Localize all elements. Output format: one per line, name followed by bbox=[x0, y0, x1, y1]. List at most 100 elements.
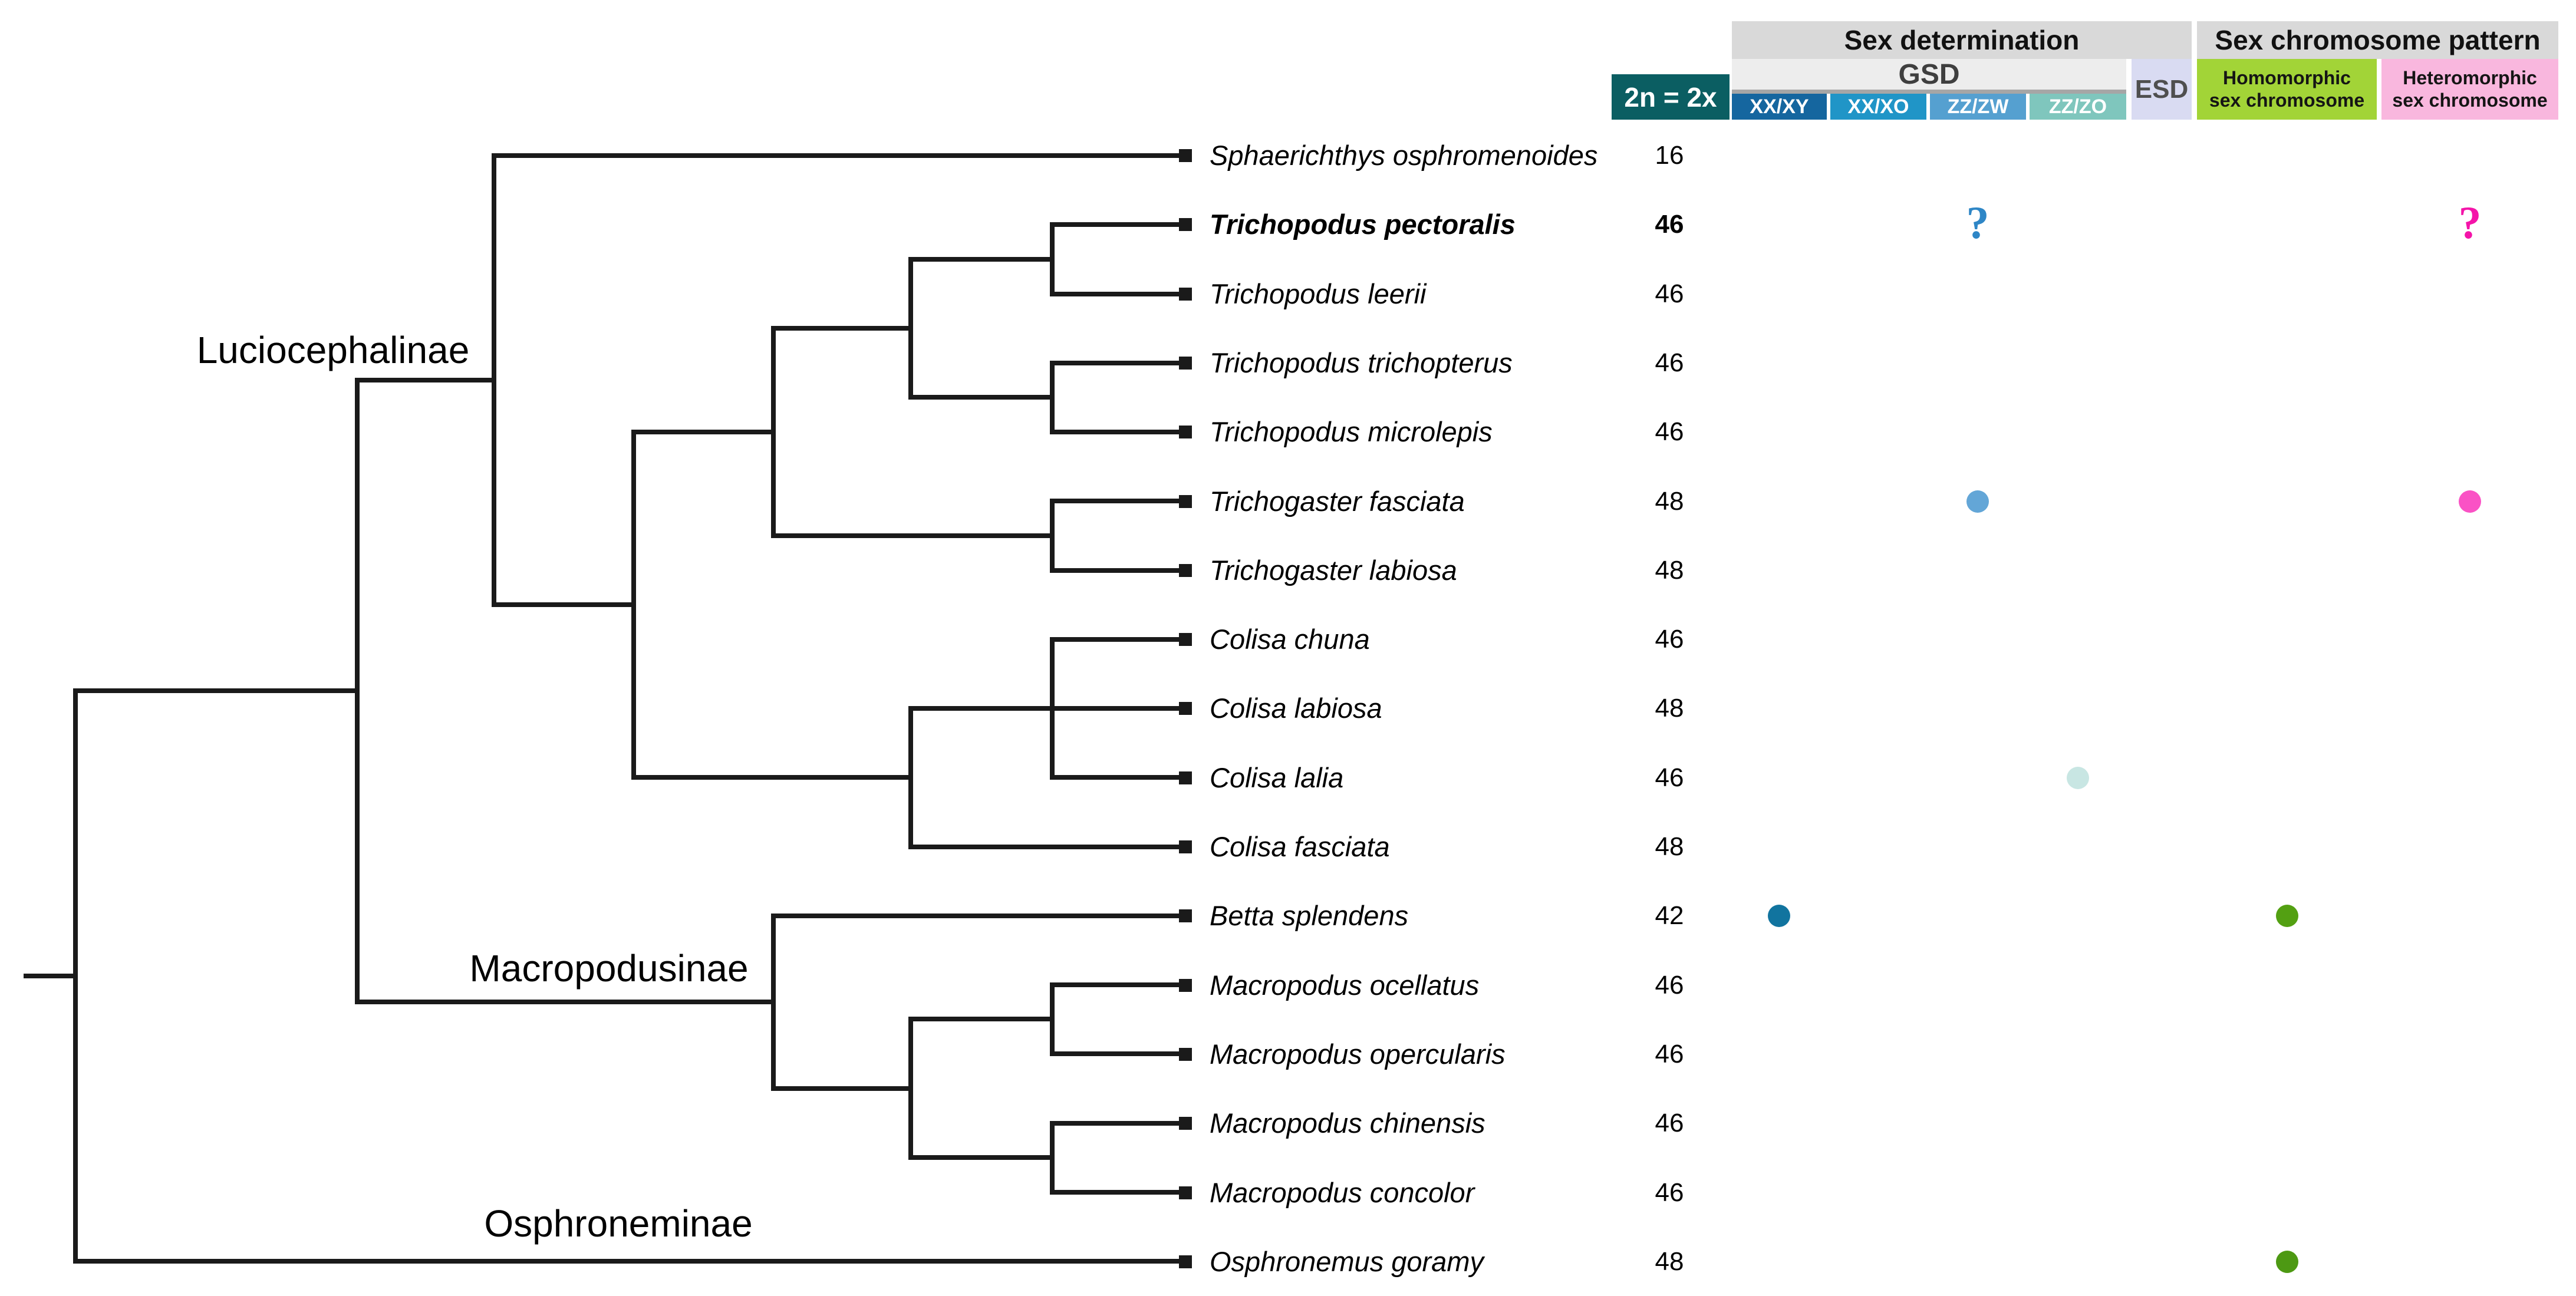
tree-branch bbox=[75, 688, 357, 693]
tree-branch bbox=[1050, 361, 1055, 434]
chromosome-count: 16 bbox=[1655, 141, 1684, 170]
tree-branch bbox=[75, 1259, 1184, 1264]
species-label: Macropodus chinensis bbox=[1210, 1107, 1485, 1139]
chromosome-count: 46 bbox=[1655, 348, 1684, 377]
tip-marker bbox=[1179, 771, 1192, 784]
tree-branch bbox=[1052, 222, 1184, 227]
tree-branch bbox=[911, 706, 1184, 711]
tip-marker bbox=[1179, 633, 1192, 646]
tree-branch bbox=[911, 845, 1184, 849]
tip-marker bbox=[1179, 702, 1192, 715]
species-label: Trichogaster fasciata bbox=[1210, 486, 1465, 517]
data-dot bbox=[1768, 905, 1790, 927]
tip-marker bbox=[1179, 1048, 1192, 1061]
clade-label: Macropodusinae bbox=[469, 947, 749, 990]
tree-branch bbox=[773, 326, 911, 331]
tree-branch bbox=[1052, 361, 1184, 365]
chromosome-count: 48 bbox=[1655, 556, 1684, 585]
tip-marker bbox=[1179, 909, 1192, 922]
question-mark: ? bbox=[2458, 196, 2482, 248]
chromosome-count: 48 bbox=[1655, 487, 1684, 516]
tip-marker bbox=[1179, 495, 1192, 508]
species-label: Colisa fasciata bbox=[1210, 831, 1390, 862]
tip-marker bbox=[1179, 840, 1192, 853]
chromosome-count: 46 bbox=[1655, 417, 1684, 446]
tree-branch bbox=[24, 974, 75, 978]
tree-branch bbox=[1052, 1051, 1184, 1056]
tree-branch bbox=[1052, 292, 1184, 296]
tree-branch bbox=[492, 153, 496, 607]
tree-branch bbox=[1050, 1121, 1055, 1195]
tree-branch bbox=[1052, 775, 1184, 780]
sex-chromosome-pattern-header: Sex chromosome pattern bbox=[2197, 21, 2558, 59]
chromosome-count: 46 bbox=[1655, 210, 1684, 239]
chromosome-count: 42 bbox=[1655, 901, 1684, 930]
species-label: Colisa labiosa bbox=[1210, 692, 1382, 724]
tree-branch bbox=[771, 914, 776, 1091]
tree-branch bbox=[357, 378, 494, 382]
column-heteromorphic: Heteromorphic sex chromosome bbox=[2381, 59, 2558, 120]
tree-branch bbox=[1050, 637, 1055, 780]
gsd-header: GSD bbox=[1732, 59, 2126, 90]
tip-marker bbox=[1179, 218, 1192, 231]
tree-branch bbox=[634, 775, 911, 780]
data-dot bbox=[2067, 767, 2089, 789]
column-xxxo: XX/XO bbox=[1830, 94, 1926, 120]
species-label: Trichopodus leerii bbox=[1210, 278, 1427, 309]
tree-branch bbox=[911, 1017, 1052, 1021]
species-label: Trichopodus pectoralis bbox=[1210, 209, 1516, 240]
chromosome-count: 46 bbox=[1655, 1178, 1684, 1207]
column-xxxy: XX/XY bbox=[1732, 94, 1827, 120]
tip-marker bbox=[1179, 288, 1192, 301]
clade-label: Luciocephalinae bbox=[196, 329, 470, 371]
clade-label: Osphroneminae bbox=[484, 1202, 753, 1245]
question-mark: ? bbox=[1966, 196, 1989, 248]
chromosome-count: 46 bbox=[1655, 625, 1684, 654]
chromosome-count: 46 bbox=[1655, 763, 1684, 792]
tree-branch bbox=[1050, 499, 1055, 573]
tree-branch bbox=[634, 430, 773, 434]
tree-branch bbox=[773, 914, 1184, 918]
species-label: Macropodus opercularis bbox=[1210, 1038, 1506, 1070]
tree-branch bbox=[494, 153, 1184, 158]
tree-branch bbox=[773, 533, 1052, 538]
chromosome-count: 48 bbox=[1655, 1247, 1684, 1276]
tree-branch bbox=[73, 688, 78, 1264]
tree-branch bbox=[631, 430, 636, 780]
tree-branch bbox=[1052, 430, 1184, 434]
tree-branch bbox=[1052, 982, 1184, 987]
tree-branch bbox=[1052, 568, 1184, 573]
column-homomorphic: Homomorphic sex chromosome bbox=[2197, 59, 2377, 120]
species-label: Colisa lalia bbox=[1210, 762, 1344, 793]
chromosome-count: 46 bbox=[1655, 279, 1684, 308]
species-label: Betta splendens bbox=[1210, 900, 1409, 931]
tree-branch bbox=[494, 602, 634, 607]
heteromorphic-label-line2: sex chromosome bbox=[2392, 89, 2548, 111]
column-zzzo: ZZ/ZO bbox=[2030, 94, 2126, 120]
tree-branch bbox=[1050, 222, 1055, 296]
karyotype-header: 2n = 2x bbox=[1612, 74, 1730, 120]
tree-branch bbox=[773, 1086, 911, 1091]
tree-branch bbox=[355, 378, 360, 1004]
tip-marker bbox=[1179, 564, 1192, 577]
chromosome-count: 46 bbox=[1655, 971, 1684, 1000]
tip-marker bbox=[1179, 1255, 1192, 1268]
sex-determination-header: Sex determination bbox=[1732, 21, 2192, 59]
tree-branch bbox=[771, 326, 776, 538]
tip-marker bbox=[1179, 1117, 1192, 1130]
data-dot bbox=[2459, 490, 2481, 513]
tree-branch bbox=[357, 1000, 773, 1004]
species-label: Trichogaster labiosa bbox=[1210, 555, 1457, 586]
tip-marker bbox=[1179, 357, 1192, 370]
chromosome-count: 48 bbox=[1655, 694, 1684, 723]
tip-marker bbox=[1179, 149, 1192, 162]
tip-marker bbox=[1179, 1186, 1192, 1199]
tree-branch bbox=[1052, 499, 1184, 503]
species-label: Sphaerichthys osphromenoides bbox=[1210, 140, 1598, 171]
data-dot bbox=[1966, 490, 1989, 513]
species-label: Macropodus ocellatus bbox=[1210, 969, 1480, 1001]
tree-branch bbox=[908, 706, 913, 849]
species-label: Colisa chuna bbox=[1210, 624, 1370, 655]
data-dot bbox=[2276, 905, 2298, 927]
